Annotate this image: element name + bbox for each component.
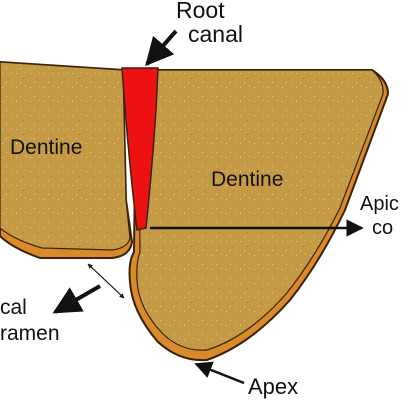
apical-foramen-label-line1: cal (0, 296, 27, 319)
root-canal-arrow (145, 29, 178, 67)
root-canal-label-line2: canal (188, 21, 243, 47)
foramen-width-indicator (87, 263, 125, 299)
dentine-left-label: Dentine (10, 136, 82, 159)
right-dentine (136, 69, 384, 351)
root-canal (121, 67, 159, 231)
apical-constriction-label-line1: Apic (360, 193, 399, 215)
apical-constriction-label-line2: co (372, 217, 393, 239)
left-dentine (0, 61, 131, 251)
dentine-right-label: Dentine (211, 168, 283, 191)
apex-arrow (194, 361, 245, 385)
root-canal-label-line1: Root (176, 0, 225, 23)
apex-label: Apex (248, 374, 298, 399)
apical-foramen-label-line2: ramen (0, 322, 60, 345)
apical-foramen-arrow (52, 284, 102, 314)
